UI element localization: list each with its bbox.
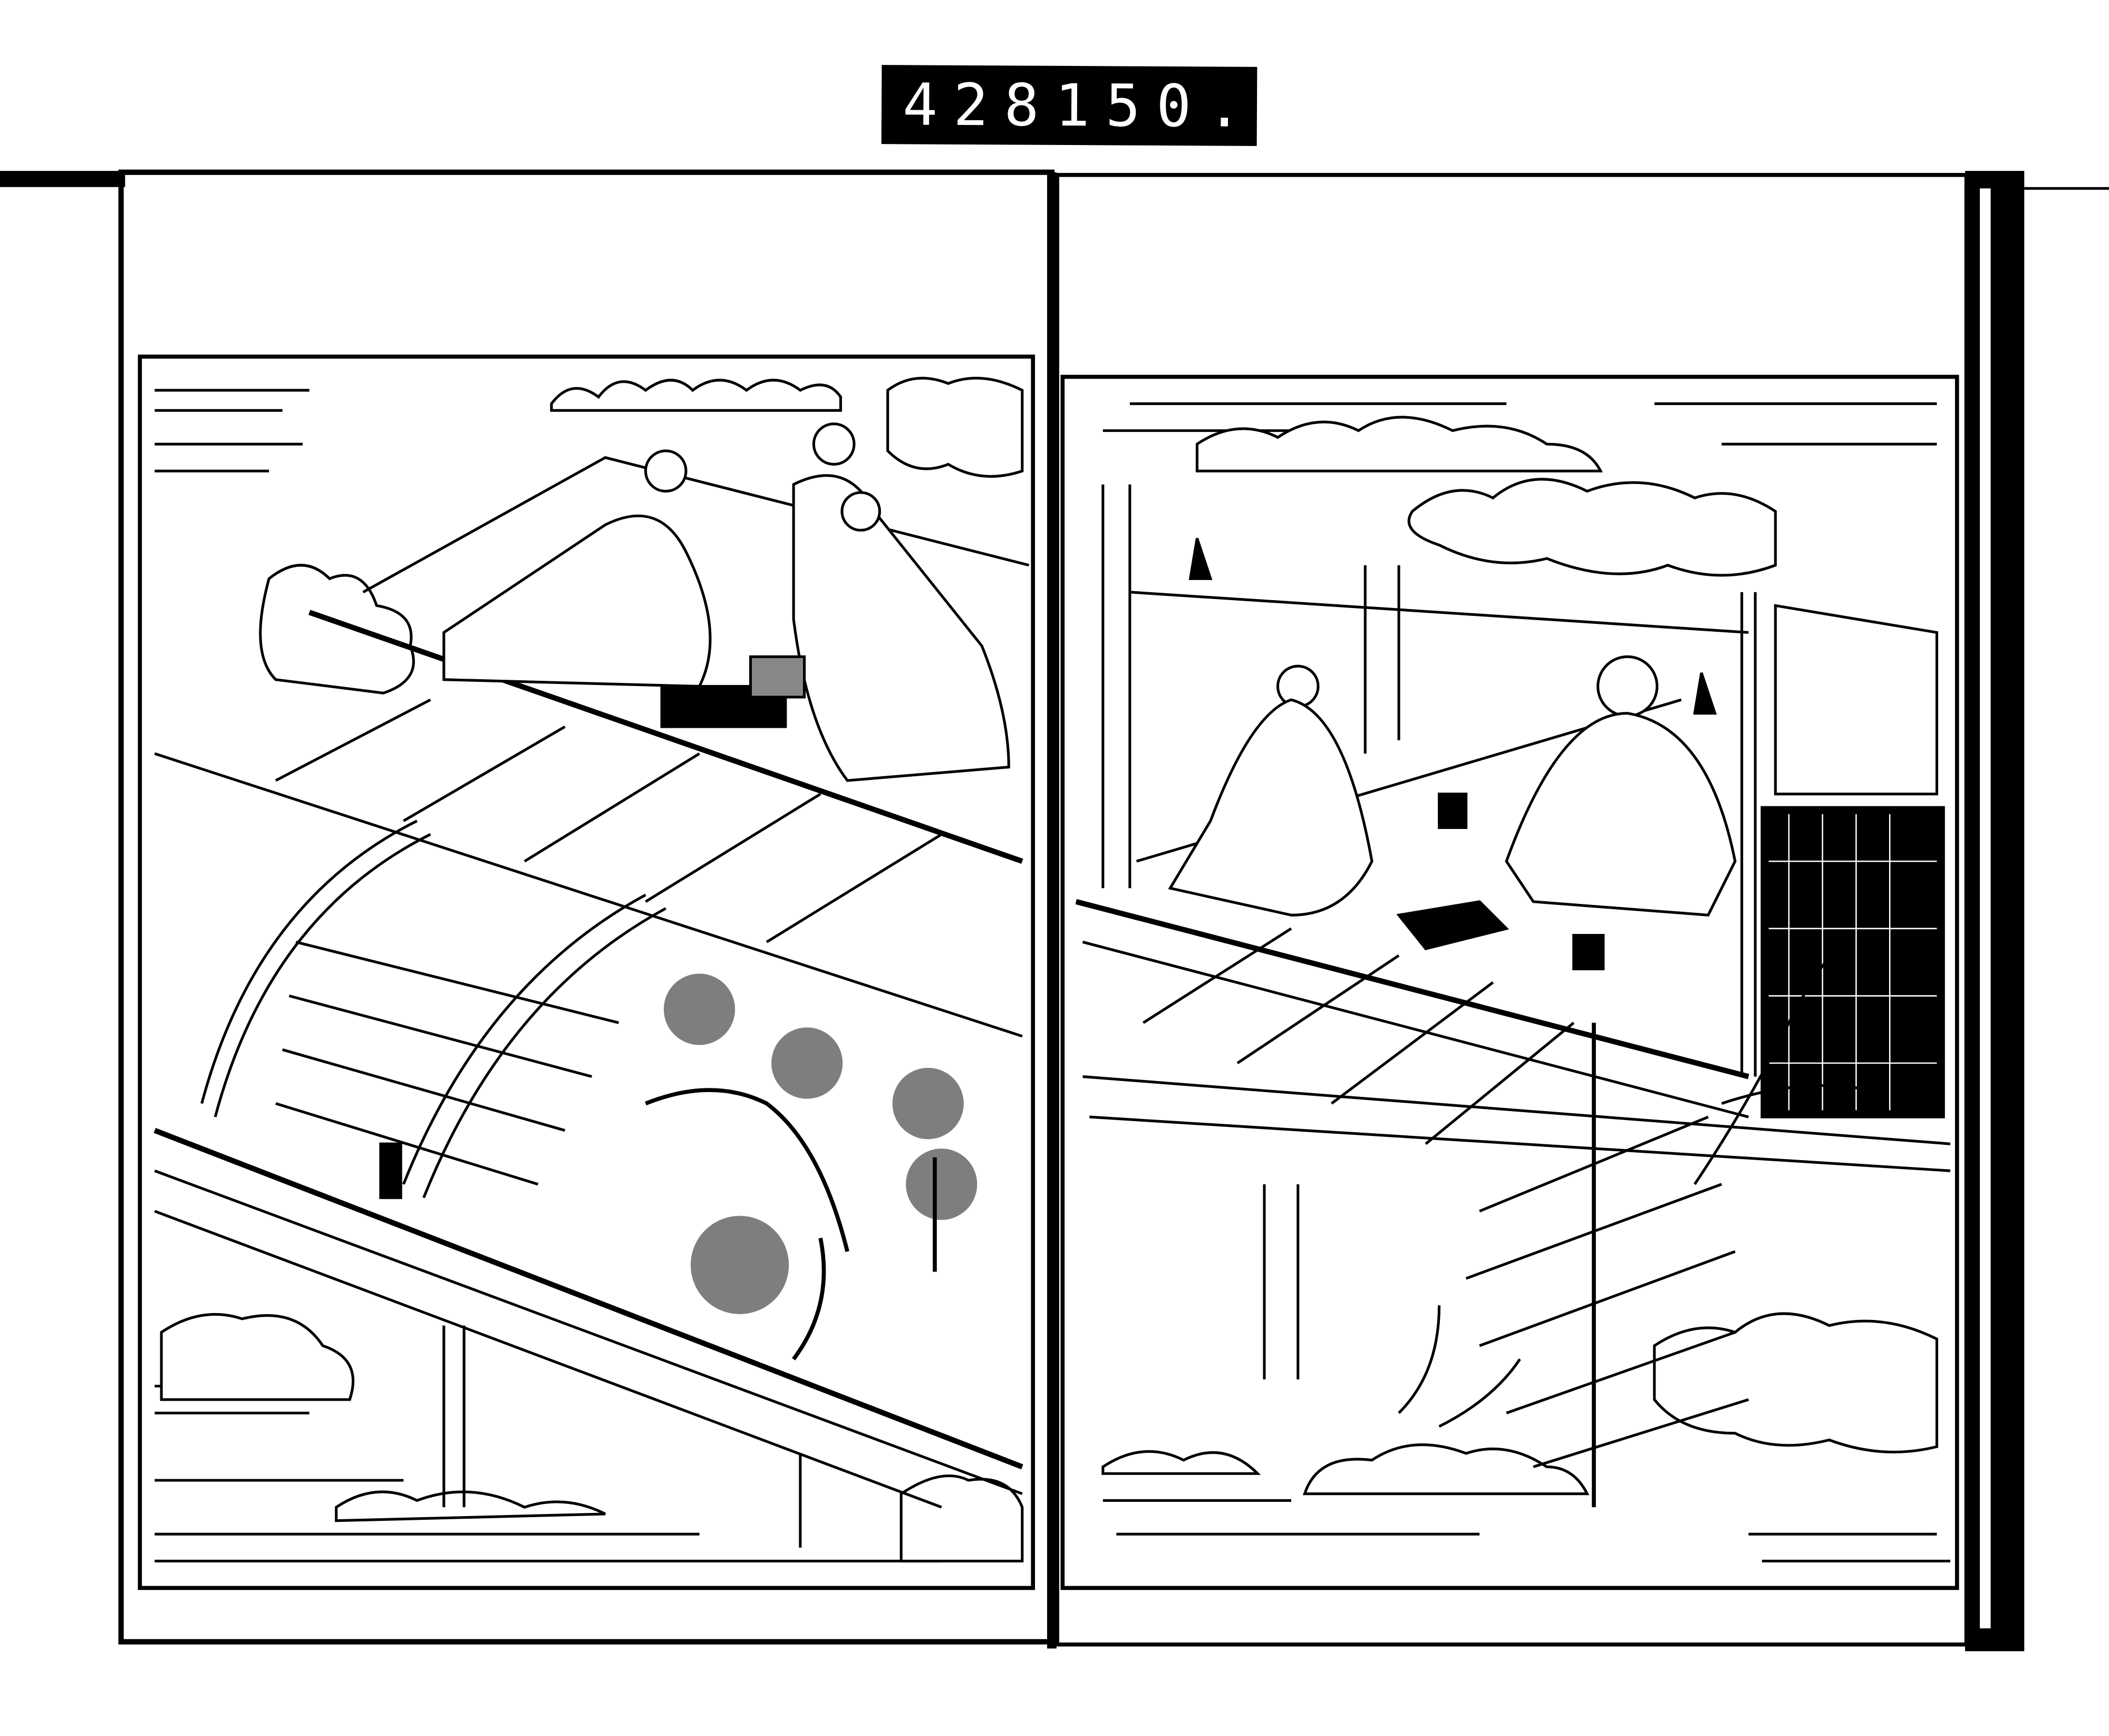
right-book-edge-highlight — [1980, 188, 1991, 1628]
mist-stripes-left — [154, 389, 942, 1563]
pine-tree-right — [1465, 1023, 1749, 1508]
arched-bridge — [200, 819, 666, 1199]
right-panel-frame — [1060, 374, 1959, 1590]
mist-stripes-right — [1102, 402, 1950, 1563]
figures-right — [1168, 655, 1737, 970]
archive-number-left: 428 — [902, 71, 1056, 139]
women-figures-left — [442, 422, 1010, 782]
top-left-bar — [0, 171, 125, 187]
clouds — [160, 377, 1939, 1563]
left-veranda — [153, 456, 1030, 1548]
archive-number-right: 150. — [1054, 71, 1258, 140]
plum-branches — [1398, 941, 1870, 1428]
right-pavilion — [1075, 484, 1951, 1380]
right-book-edge — [1965, 171, 2025, 1652]
left-panel-frame — [138, 354, 1036, 1590]
archive-number-label: 428 150. — [881, 65, 1258, 146]
pine-tree-left — [645, 973, 978, 1361]
